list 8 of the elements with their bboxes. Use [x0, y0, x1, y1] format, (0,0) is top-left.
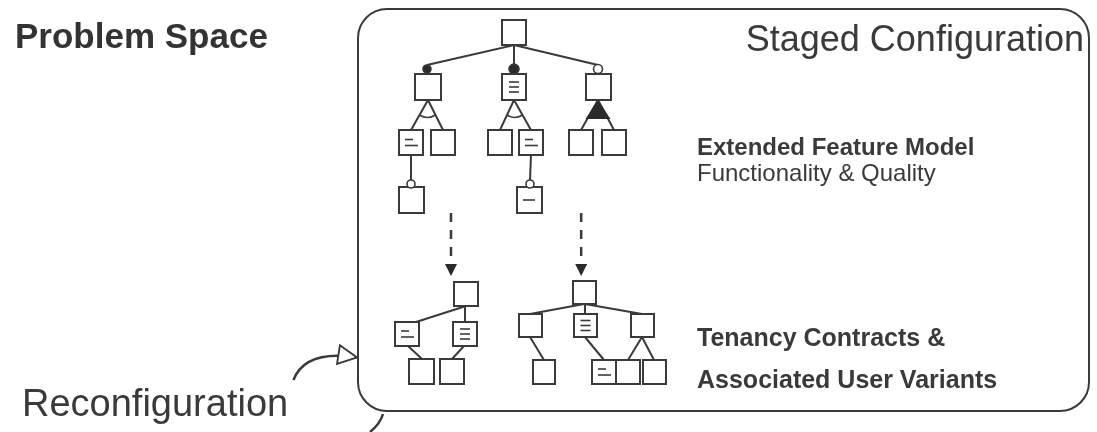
panel-heading: Staged Configuration [745, 18, 1084, 60]
diagram-title: Problem Space [15, 16, 268, 56]
text-label: Tenancy Contracts & Associated User Variants [697, 322, 999, 395]
rounded-panel [357, 8, 1090, 412]
dashed-arrow [444, 213, 458, 276]
dashed-arrow [574, 213, 588, 276]
text-label: Reconfiguration [22, 380, 334, 428]
curved-arrow [292, 344, 358, 381]
